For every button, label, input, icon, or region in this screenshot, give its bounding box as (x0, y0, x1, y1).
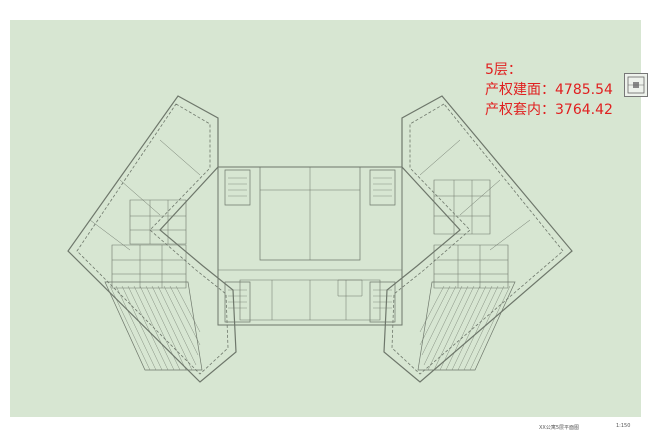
right-wing (383, 95, 573, 383)
floor-label: 5层： (485, 62, 522, 78)
scale-label: 1:150 (616, 423, 631, 429)
central-core (217, 166, 403, 326)
inner-area-label: 产权套内：3764.42 (485, 102, 613, 118)
floor-key-thumbnail (624, 73, 648, 97)
property-area-label: 产权建面：4785.54 (485, 82, 613, 98)
floor-plan-drawing (67, 95, 573, 383)
left-wing (67, 95, 237, 383)
plan-caption: XX公寓5层平面图 (539, 425, 580, 431)
floor-plan-sheet: 5层： 产权建面：4785.54 产权套内：3764.42 XX公寓5层平面图 … (10, 20, 648, 431)
area-info-panel: 5层： 产权建面：4785.54 产权套内：3764.42 (485, 60, 613, 120)
